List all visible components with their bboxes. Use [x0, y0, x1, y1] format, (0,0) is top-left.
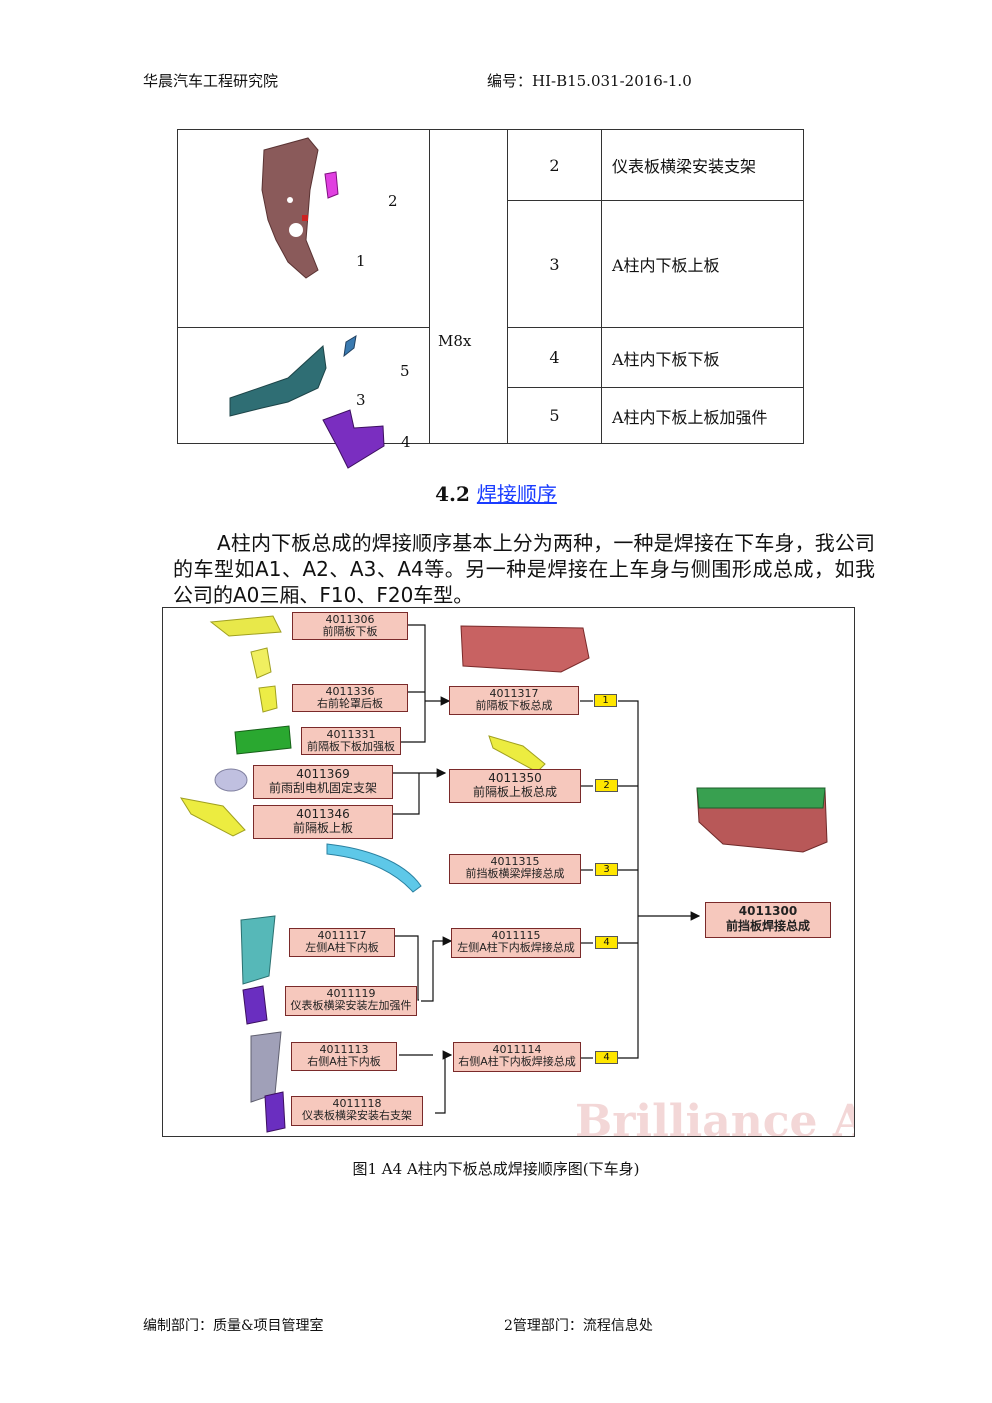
footer-left: 编制部门：质量&项目管理室	[143, 1318, 324, 1334]
parts-table: 2 1 2 仪表板横梁安装支架 3 A柱内下板上板 5 3 4 M8x 4 A柱…	[177, 129, 804, 469]
header-org: 华晨汽车工程研究院	[143, 72, 279, 90]
row-no: 4	[507, 327, 602, 388]
image-label-3: 3	[356, 391, 366, 409]
image-label-5: 5	[400, 362, 410, 380]
sequence-tag: 3	[595, 863, 618, 876]
part-image-cell-lower: 5 3 4	[177, 327, 430, 469]
sequence-tag: 4	[595, 936, 618, 949]
row-no: 3	[507, 200, 602, 328]
part-image-cell-upper: 2 1	[177, 129, 430, 328]
connector-lines	[179, 615, 828, 1133]
image-label-4: 4	[401, 433, 411, 451]
row-name: A柱内下板下板	[601, 327, 804, 388]
row-name: A柱内下板上板加强件	[601, 387, 804, 444]
a-pillar-lower-panel-image	[261, 137, 339, 279]
fastener-cell: M8x	[429, 327, 508, 444]
row-no: 2	[507, 129, 602, 201]
sequence-tag: 1	[594, 694, 617, 707]
sequence-tag: 4	[595, 1051, 618, 1064]
image-label-1: 1	[356, 252, 366, 270]
row-name: A柱内下板上板	[601, 200, 804, 328]
row-no: 5	[507, 387, 602, 444]
figure-caption: 图1 A4 A柱内下板总成焊接顺序图(下车身)	[352, 1160, 640, 1178]
header-doc-number: 编号：HI-B15.031-2016-1.0	[487, 72, 692, 90]
section-number: 4.2	[435, 482, 470, 506]
row-name: 仪表板横梁安装支架	[601, 129, 804, 201]
body-paragraph: A柱内下板总成的焊接顺序基本上分为两种，一种是焊接在下车身，我公司的车型如A1、…	[173, 531, 875, 607]
image-label-2: 2	[388, 192, 398, 210]
section-heading: 4.2 焊接顺序	[0, 478, 992, 507]
footer-right: 2管理部门：流程信息处	[504, 1318, 653, 1334]
a-pillar-upper-panel-image	[229, 335, 385, 469]
section-title-link[interactable]: 焊接顺序	[476, 482, 557, 506]
sequence-tag: 2	[595, 779, 618, 792]
watermark: Brilliance Au	[575, 1096, 854, 1137]
